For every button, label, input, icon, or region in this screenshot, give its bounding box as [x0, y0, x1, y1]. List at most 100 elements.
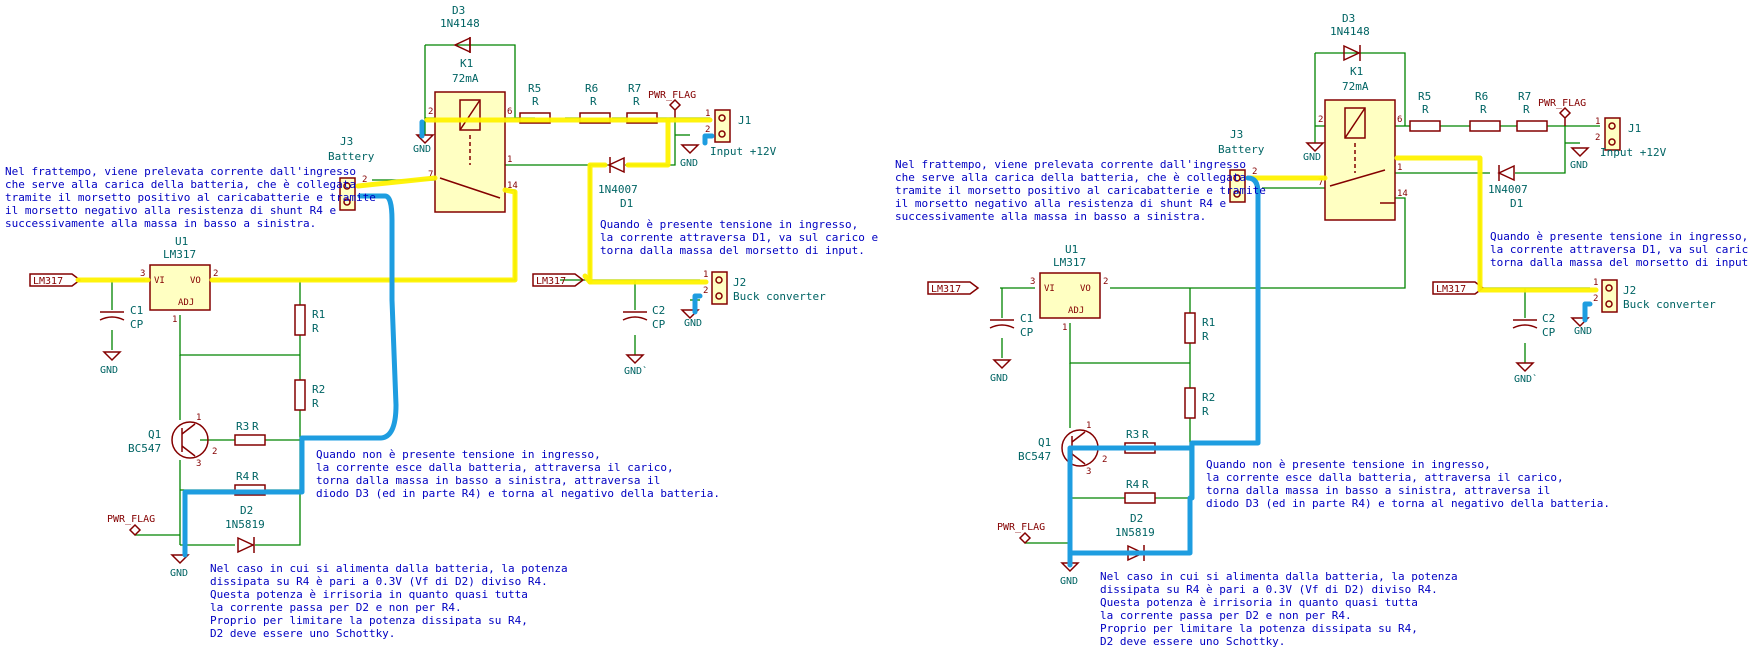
pwr-flag-top-label: PWR_FLAG: [1538, 98, 1586, 109]
note-input-absent: Quando non è presente tensione in ingres…: [1206, 458, 1610, 510]
gnd-j1: GND: [680, 158, 698, 169]
j1-pin-2: 2: [705, 125, 710, 135]
note-power-line: Questa potenza è irrisoria in quanto qua…: [1100, 596, 1418, 609]
connector-j1: 1 2 J1 Input +12V: [1595, 117, 1667, 159]
j3-pin-2: 2: [1252, 167, 1257, 177]
note-input-absent-line: torna dalla massa in basso a sinistra, a…: [1206, 484, 1550, 497]
note-charging: Nel frattempo, viene prelevata corrente …: [5, 165, 376, 230]
relay-pin-2: 2: [428, 107, 433, 117]
note-input-absent-line: la corrente esce dalla batteria, attrave…: [316, 461, 674, 474]
r5-value: R: [1422, 103, 1429, 116]
note-charging-line: tramite il morsetto positivo al caricaba…: [895, 184, 1266, 197]
note-power-line: D2 deve essere uno Schottky.: [210, 627, 395, 640]
relay-pin-1: 1: [1397, 163, 1402, 173]
note-input-absent-line: torna dalla massa in basso a sinistra, a…: [316, 474, 660, 487]
note-charging-line: che serve alla carica della batteria, ch…: [5, 178, 356, 191]
resistor-r6: R6 R: [579, 82, 611, 124]
j1-pin-1: 1: [1595, 117, 1600, 127]
q1-pin-1: 1: [1086, 421, 1091, 431]
q1-ref: Q1: [148, 428, 161, 441]
note-charging-line: tramite il morsetto positivo al caricaba…: [5, 191, 376, 204]
u1-adj: ADJ: [178, 298, 194, 308]
relay-k1: K1 72mA 2 6 1 7 14: [428, 57, 518, 213]
resistor-r1: R1 R: [1184, 312, 1215, 344]
resistor-r4: R4 R: [1124, 478, 1156, 504]
net-label-lm317-right-text: LM317: [536, 276, 566, 287]
note-power: Nel caso in cui si alimenta dalla batter…: [210, 562, 568, 640]
j3-ref: J3: [340, 135, 353, 148]
k1-ref: K1: [460, 57, 473, 70]
d3-ref: D3: [452, 4, 465, 17]
j2-value: Buck converter: [733, 290, 826, 303]
note-power-line: dissipata su R4 è pari a 0.3V (Vf di D2)…: [210, 575, 548, 588]
r6-ref: R6: [1475, 90, 1488, 103]
connector-j3: 2 J3 Battery: [328, 135, 375, 211]
u1-pin-1: 1: [172, 315, 177, 325]
r3-ref: R3: [236, 420, 249, 433]
c2-ref: C2: [652, 304, 665, 317]
net-label-lm317-right-text: LM317: [1436, 284, 1466, 295]
capacitor-c1: C1 CP GND: [989, 312, 1034, 384]
c2-value: CP: [652, 318, 666, 331]
resistor-r2: R2 R: [294, 379, 325, 411]
u1-adj: ADJ: [1068, 306, 1084, 316]
q1-value: BC547: [128, 442, 161, 455]
connector-j1: 1 2 J1 Input +12V: [705, 109, 777, 158]
d1-ref: D1: [1510, 197, 1523, 210]
r7-value: R: [1523, 103, 1530, 116]
d2-ref: D2: [1130, 512, 1143, 525]
regulator-u1: VI VO ADJ 3 2 1 U1 LM317: [1030, 243, 1108, 333]
j1-ref: J1: [738, 114, 751, 127]
j3-value: Battery: [1218, 143, 1265, 156]
note-input-present-line: torna dalla massa del morsetto di input.: [600, 244, 865, 257]
note-power-line: Nel caso in cui si alimenta dalla batter…: [1100, 570, 1458, 583]
note-charging-line: il morsetto negativo alla resistenza di …: [895, 197, 1226, 210]
d1-ref: D1: [620, 197, 633, 210]
u1-vi: VI: [1044, 284, 1055, 294]
d3-value: 1N4148: [1330, 25, 1370, 38]
diode-d3: D3 1N4148: [440, 4, 480, 54]
resistor-r7: R7 R: [626, 82, 658, 124]
net-label-lm317-right: LM317: [1432, 281, 1485, 295]
capacitor-c2: C2 CP GND`: [622, 304, 666, 377]
net-label-lm317: LM317: [927, 281, 980, 295]
relay-pin-7: 7: [428, 170, 433, 180]
u1-vo: VO: [1080, 284, 1091, 294]
note-power-line: dissipata su R4 è pari a 0.3V (Vf di D2)…: [1100, 583, 1438, 596]
j2-pin-1: 1: [703, 270, 708, 280]
r1-ref: R1: [312, 308, 325, 321]
u1-ref: U1: [1065, 243, 1078, 256]
relay-k1: K1 72mA 2 6 1 7 14: [1318, 65, 1408, 221]
note-charging-line: il morsetto negativo alla resistenza di …: [5, 204, 336, 217]
resistor-r5: R5 R: [1409, 90, 1441, 132]
connector-j3: 2 J3 Battery: [1218, 128, 1265, 203]
k1-ref: K1: [1350, 65, 1363, 78]
r7-ref: R7: [628, 82, 641, 95]
net-label-lm317: LM317: [29, 273, 82, 287]
note-input-absent-line: diodo D3 (ed in parte R4) e torna al neg…: [1206, 497, 1610, 510]
j3-pin-2: 2: [362, 175, 367, 185]
u1-vo: VO: [190, 276, 201, 286]
j1-ref: J1: [1628, 122, 1641, 135]
d3-ref: D3: [1342, 12, 1355, 25]
note-charging-line: successivamente alla massa in basso a si…: [5, 217, 316, 230]
q1-ref: Q1: [1038, 436, 1051, 449]
c2-ref: C2: [1542, 312, 1555, 325]
pwr-flag-top: PWR_FLAG: [648, 90, 696, 118]
capacitor-c2: C2 CP GND`: [1512, 312, 1556, 385]
gnd-symbols-top: GND GND GND: [413, 134, 702, 329]
j2-pin-2: 2: [1593, 294, 1598, 304]
pwr-flag-bottom-label: PWR_FLAG: [107, 514, 155, 525]
u1-value: LM317: [1053, 256, 1086, 269]
note-input-present-line: torna dalla massa del morsetto di input.: [1490, 256, 1749, 269]
r5-ref: R5: [528, 82, 541, 95]
r1-ref: R1: [1202, 316, 1215, 329]
u1-pin-3: 3: [140, 269, 145, 279]
j2-ref: J2: [1623, 284, 1636, 297]
pwr-flag-bottom-label: PWR_FLAG: [997, 522, 1045, 533]
q1-pin-1: 1: [196, 413, 201, 423]
resistor-r7: R7 R: [1516, 90, 1548, 132]
note-input-present-line: Quando è presente tensione in ingresso,: [600, 218, 858, 231]
r4-value: R: [252, 470, 259, 483]
relay-pin-2: 2: [1318, 115, 1323, 125]
